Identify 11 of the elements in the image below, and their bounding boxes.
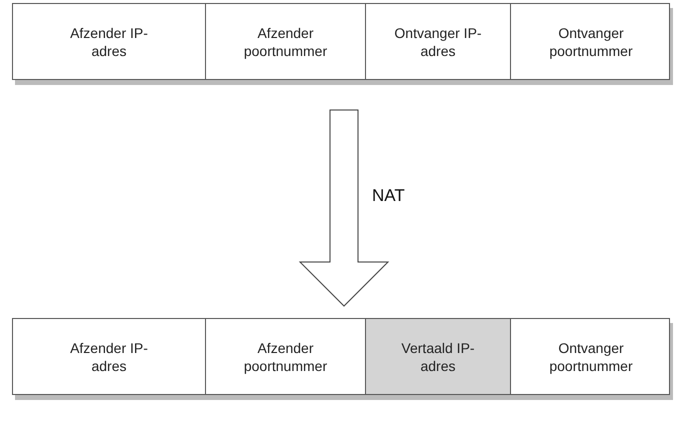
field-label: Afzender poortnummer xyxy=(242,24,328,60)
field-label: Ontvanger poortnummer xyxy=(548,24,634,60)
field-label: Afzender IP-adres xyxy=(69,338,149,374)
field-label: Ontvanger poortnummer xyxy=(548,338,634,374)
block-arrow xyxy=(298,110,390,307)
field-label: Afzender poortnummer xyxy=(242,338,328,374)
field-label: Vertaald IP-adres xyxy=(400,338,476,374)
field-label: Ontvanger IP-adres xyxy=(393,24,483,60)
edge-label: NAT xyxy=(372,186,405,206)
table-cell xyxy=(366,319,511,394)
field-label: Afzender IP-adres xyxy=(69,24,149,60)
